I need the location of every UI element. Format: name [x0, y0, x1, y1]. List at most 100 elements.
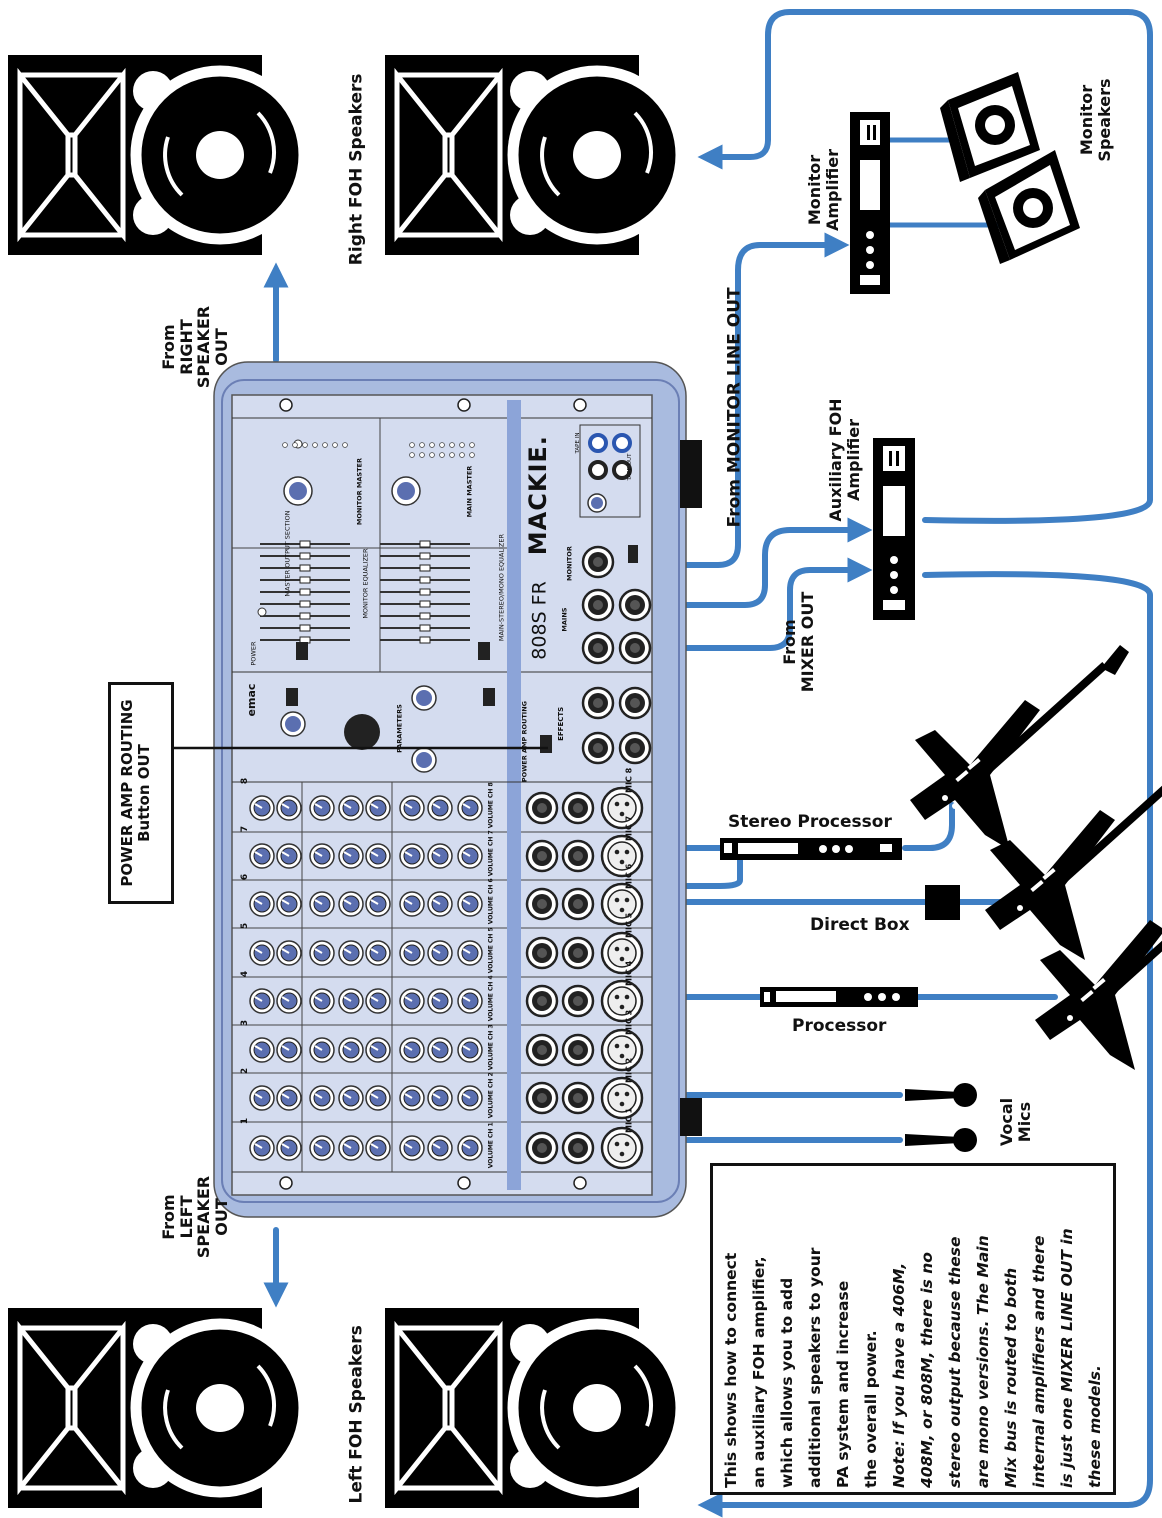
channel-knob[interactable] [249, 1037, 275, 1063]
channel-knob[interactable] [365, 891, 391, 917]
channel-knob[interactable] [338, 891, 364, 917]
channel-knob[interactable] [249, 988, 275, 1014]
channel-knob[interactable] [365, 795, 391, 821]
xlr-input[interactable] [600, 1126, 644, 1170]
channel-knob[interactable] [309, 988, 335, 1014]
channel-knob[interactable] [427, 795, 453, 821]
channel-knob[interactable] [309, 795, 335, 821]
channel-knob[interactable] [427, 1135, 453, 1161]
insert-jack[interactable] [525, 936, 559, 970]
channel-knob[interactable] [365, 1135, 391, 1161]
channel-knob[interactable] [338, 940, 364, 966]
channel-knob[interactable] [365, 843, 391, 869]
channel-knob[interactable] [457, 891, 483, 917]
insert-jack[interactable] [525, 839, 559, 873]
insert-jack[interactable] [525, 1131, 559, 1165]
line-input-jack[interactable] [561, 1033, 595, 1067]
eq-slider-cap[interactable] [419, 540, 431, 548]
eq-slider-cap[interactable] [419, 600, 431, 608]
channel-knob[interactable] [427, 940, 453, 966]
output-jack[interactable] [618, 588, 652, 622]
output-jack[interactable] [618, 731, 652, 765]
channel-knob[interactable] [249, 891, 275, 917]
xlr-input[interactable] [600, 882, 644, 926]
channel-knob[interactable] [399, 1135, 425, 1161]
insert-jack[interactable] [525, 791, 559, 825]
insert-jack[interactable] [525, 1033, 559, 1067]
channel-knob[interactable] [309, 1085, 335, 1111]
channel-knob[interactable] [309, 940, 335, 966]
eq-slider-cap[interactable] [419, 564, 431, 572]
eq-slider-cap[interactable] [419, 588, 431, 596]
channel-knob[interactable] [457, 1037, 483, 1063]
channel-knob[interactable] [427, 1085, 453, 1111]
eq-slider-cap[interactable] [419, 636, 431, 644]
channel-knob[interactable] [338, 1037, 364, 1063]
channel-knob[interactable] [457, 1135, 483, 1161]
line-input-jack[interactable] [561, 887, 595, 921]
channel-knob[interactable] [276, 1037, 302, 1063]
channel-knob[interactable] [249, 843, 275, 869]
line-input-jack[interactable] [561, 936, 595, 970]
channel-knob[interactable] [365, 1085, 391, 1111]
line-input-jack[interactable] [561, 839, 595, 873]
eq-slider-cap[interactable] [419, 552, 431, 560]
channel-knob[interactable] [249, 940, 275, 966]
output-jack[interactable] [581, 631, 615, 665]
channel-knob[interactable] [365, 940, 391, 966]
channel-knob[interactable] [276, 940, 302, 966]
channel-knob[interactable] [457, 940, 483, 966]
eq-slider-cap[interactable] [299, 624, 311, 632]
output-jack[interactable] [581, 686, 615, 720]
channel-knob[interactable] [399, 1037, 425, 1063]
channel-knob[interactable] [309, 1135, 335, 1161]
xlr-input[interactable] [600, 834, 644, 878]
channel-knob[interactable] [365, 1037, 391, 1063]
output-jack[interactable] [581, 588, 615, 622]
channel-knob[interactable] [427, 988, 453, 1014]
channel-knob[interactable] [399, 795, 425, 821]
channel-knob[interactable] [249, 1135, 275, 1161]
eq-slider-cap[interactable] [299, 588, 311, 596]
line-input-jack[interactable] [561, 1081, 595, 1115]
output-jack[interactable] [581, 545, 615, 579]
output-jack[interactable] [618, 631, 652, 665]
channel-knob[interactable] [399, 940, 425, 966]
output-jack[interactable] [618, 686, 652, 720]
channel-knob[interactable] [276, 891, 302, 917]
eq-slider-cap[interactable] [299, 564, 311, 572]
eq-slider-cap[interactable] [419, 576, 431, 584]
eq-slider-cap[interactable] [419, 624, 431, 632]
channel-knob[interactable] [249, 1085, 275, 1111]
channel-knob[interactable] [427, 891, 453, 917]
channel-knob[interactable] [338, 795, 364, 821]
channel-knob[interactable] [399, 988, 425, 1014]
channel-knob[interactable] [457, 1085, 483, 1111]
channel-knob[interactable] [338, 1085, 364, 1111]
xlr-input[interactable] [600, 1076, 644, 1120]
channel-knob[interactable] [457, 795, 483, 821]
channel-knob[interactable] [338, 843, 364, 869]
eq-slider-cap[interactable] [299, 600, 311, 608]
insert-jack[interactable] [525, 1081, 559, 1115]
eq-slider-cap[interactable] [419, 612, 431, 620]
channel-knob[interactable] [249, 795, 275, 821]
channel-knob[interactable] [276, 795, 302, 821]
channel-knob[interactable] [457, 988, 483, 1014]
eq-slider-cap[interactable] [299, 552, 311, 560]
line-input-jack[interactable] [561, 984, 595, 1018]
eq-slider-cap[interactable] [299, 612, 311, 620]
channel-knob[interactable] [338, 1135, 364, 1161]
xlr-input[interactable] [600, 1028, 644, 1072]
channel-knob[interactable] [399, 891, 425, 917]
channel-knob[interactable] [457, 843, 483, 869]
eq-slider-cap[interactable] [299, 576, 311, 584]
channel-knob[interactable] [399, 1085, 425, 1111]
insert-jack[interactable] [525, 984, 559, 1018]
xlr-input[interactable] [600, 931, 644, 975]
channel-knob[interactable] [309, 891, 335, 917]
eq-slider-cap[interactable] [299, 540, 311, 548]
channel-knob[interactable] [276, 1135, 302, 1161]
line-input-jack[interactable] [561, 1131, 595, 1165]
channel-knob[interactable] [276, 988, 302, 1014]
